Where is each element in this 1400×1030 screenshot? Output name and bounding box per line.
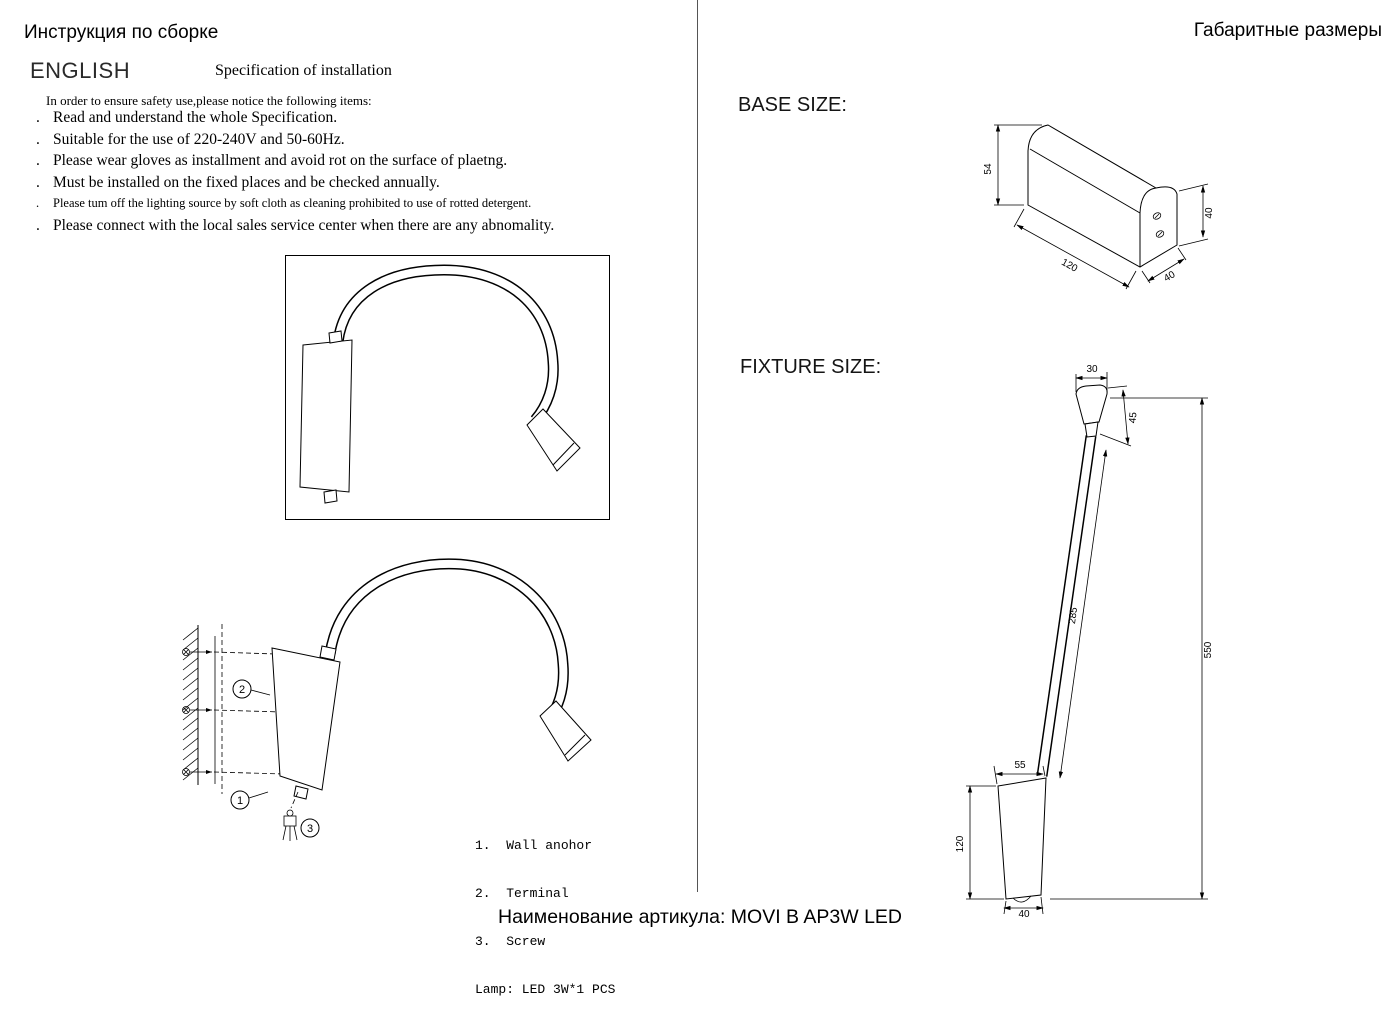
screw-symbol: [182, 768, 212, 776]
fixture-base-foot: [1012, 895, 1032, 903]
dim-label-55: 55: [1014, 760, 1026, 771]
instruction-list: . Read and understand the whole Specifica…: [36, 109, 554, 239]
lamp-overview-drawing: [299, 264, 581, 504]
dim-label-120: 120: [1059, 257, 1079, 275]
wall-hatching: [182, 627, 199, 781]
base-body: [1027, 124, 1178, 268]
plate-top-tab: [328, 330, 343, 344]
leader-dashed: [213, 709, 283, 713]
lamp-head-rim: [552, 442, 575, 466]
instruction-text: Suitable for the use of 220-240V and 50-…: [53, 130, 345, 148]
dim-label-550: 550: [1203, 641, 1214, 658]
plate-bottom-tab: [293, 785, 309, 800]
bullet: .: [36, 130, 40, 148]
dimension-line-40-width: [1147, 258, 1185, 282]
instruction-item: . Please tum off the lighting source by s…: [36, 196, 554, 218]
callout-leader: [250, 689, 271, 696]
legend-line: Lamp: LED 3W*1 PCS: [475, 982, 616, 997]
plate-bottom-tab: [323, 489, 338, 504]
wall-plate: [299, 339, 353, 493]
dim-label-30: 30: [1086, 364, 1098, 375]
instruction-item: . Please connect with the local sales ser…: [36, 217, 554, 239]
bullet: .: [36, 217, 40, 235]
leader-dashed: [290, 791, 299, 809]
right-page-title: Габаритные размеры: [1193, 20, 1382, 41]
article-name: Наименование артикула: MOVI B AP3W LED: [497, 906, 903, 928]
mount-hole: [1155, 230, 1165, 238]
base-front-edge: [1029, 148, 1141, 214]
legend-line: 3. Screw: [475, 934, 546, 949]
callout-circle-1: [230, 790, 250, 810]
leader-dashed: [213, 651, 277, 655]
callout-2-label: 2: [239, 684, 245, 696]
dim-label-40-end: 40: [1204, 207, 1215, 219]
installation-drawing: 2 1 3: [182, 558, 592, 841]
intro-line: In order to ensure safety use,please not…: [46, 93, 372, 108]
lamp-head: [539, 700, 592, 762]
base-end-arc: [1139, 187, 1157, 214]
callout-leader: [248, 791, 269, 799]
dim-label-120: 120: [955, 835, 966, 852]
bullet: .: [36, 195, 40, 210]
bullet: .: [36, 174, 40, 192]
fixture-size-drawing-area: 30 45 285 550 55 120 40: [930, 358, 1230, 918]
dim-label-285: 285: [1067, 606, 1080, 624]
instruction-text: Must be installed on the fixed places an…: [53, 174, 440, 192]
fixture-head: [1075, 384, 1108, 425]
column-divider: [697, 0, 698, 892]
instruction-item: . Read and understand the whole Specifica…: [36, 109, 554, 131]
dimension-line-120: [1016, 224, 1130, 288]
callout-1-label: 1: [237, 795, 243, 807]
leader-dashed: [213, 771, 285, 775]
callout-circle-3: [300, 818, 320, 838]
legend-line: 2. Terminal: [475, 886, 569, 901]
wall-plate: [271, 647, 341, 791]
bullet: .: [36, 152, 40, 170]
base-size-drawing: 54 40 120 40: [983, 124, 1215, 290]
fixture-base: [997, 777, 1047, 900]
instruction-item: . Suitable for the use of 220-240V and 50…: [36, 131, 554, 153]
bullet: .: [36, 109, 40, 126]
instruction-text: Please tum off the lighting source by so…: [53, 195, 532, 210]
dimension-line-45: [1121, 389, 1130, 445]
instruction-item: . Please wear gloves as installment and a…: [36, 152, 554, 174]
lamp-head-rim: [564, 734, 586, 756]
dim-label-45: 45: [1128, 411, 1140, 423]
dimension-line-285: [1058, 449, 1108, 779]
fixture-head-stem: [1084, 421, 1099, 438]
instruction-item: . Must be installed on the fixed places a…: [36, 174, 554, 196]
left-page-title: Инструкция по сборке: [24, 22, 219, 43]
lamp-head: [526, 408, 581, 472]
fixture-size-label: FIXTURE SIZE:: [740, 356, 882, 378]
dim-label-40: 40: [1018, 909, 1030, 918]
base-size-label: BASE SIZE:: [738, 94, 847, 116]
instruction-text: Please wear gloves as installment and av…: [53, 152, 508, 170]
screw-symbol: [182, 648, 212, 656]
instruction-text: Read and understand the whole Specificat…: [53, 109, 338, 126]
screw-symbol: [182, 706, 212, 714]
mount-hole: [1152, 212, 1162, 220]
installation-drawing-area: 2 1 3: [170, 550, 640, 895]
callout-3-label: 3: [307, 823, 313, 835]
plate-top-tab: [319, 645, 337, 661]
instruction-text: Please connect with the local sales serv…: [53, 217, 555, 235]
dim-label-40-width: 40: [1162, 269, 1178, 284]
base-size-drawing-area: 54 40 120 40: [950, 85, 1240, 300]
lamp-overview-box: [285, 255, 610, 520]
language-title: ENGLISH: [30, 58, 131, 83]
spec-title: Specification of installation: [215, 62, 392, 79]
fixture-size-drawing: 30 45 285 550 55 120 40: [955, 364, 1214, 918]
dim-label-54: 54: [983, 163, 994, 175]
terminal-symbol: [282, 809, 298, 841]
legend-line: 1. Wall anohor: [475, 838, 593, 853]
callout-circle-2: [232, 679, 252, 699]
